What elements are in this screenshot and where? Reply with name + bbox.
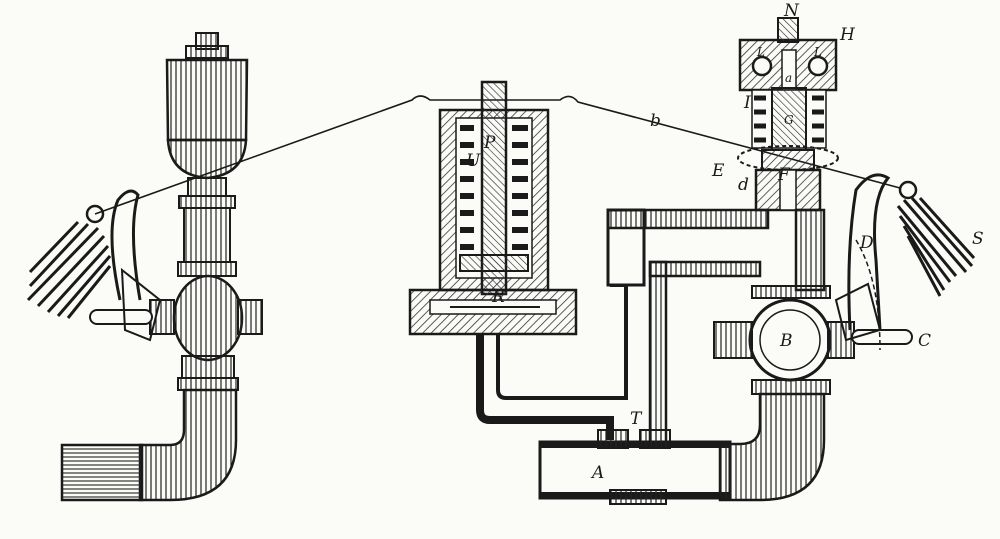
left-elbow-pipe: [138, 388, 238, 502]
cylinder-spring: [460, 125, 528, 250]
label-A: A: [590, 463, 604, 483]
label-I: I: [743, 93, 751, 113]
left-spring: [26, 220, 112, 319]
label-d: d: [738, 175, 749, 195]
handle-stem: [851, 329, 913, 345]
label-R: R: [491, 287, 505, 307]
left-valve-body: [172, 274, 244, 362]
left-valve-assembly: [26, 32, 263, 502]
label-L-right: L: [813, 45, 822, 59]
center-cylinder-section: [408, 80, 578, 336]
label-T: T: [630, 409, 643, 429]
label-F: F: [777, 165, 791, 185]
label-B: B: [779, 331, 793, 351]
right-lever: [847, 173, 891, 331]
label-C: C: [918, 331, 931, 351]
label-U: U: [466, 151, 481, 171]
whistle-bell: [165, 58, 249, 142]
right-elbow-pipe: [718, 392, 826, 502]
feed-pipe: [476, 334, 614, 440]
label-b: b: [650, 111, 661, 131]
right-valve-assembly: [713, 17, 976, 502]
right-spring: [896, 196, 976, 297]
label-a: a: [785, 71, 792, 85]
label-S: S: [972, 229, 984, 249]
label-E: E: [711, 161, 725, 181]
reference-letters: N H L L a I G E F d b P U R D S B C T A: [466, 1, 984, 483]
label-L-left: L: [756, 45, 765, 59]
label-N: N: [783, 1, 800, 21]
label-G: G: [784, 113, 794, 127]
label-H: H: [839, 25, 856, 45]
left-lever: [110, 189, 142, 301]
label-D: D: [859, 233, 874, 253]
main-pipe: [538, 429, 732, 505]
label-P: P: [483, 133, 496, 153]
